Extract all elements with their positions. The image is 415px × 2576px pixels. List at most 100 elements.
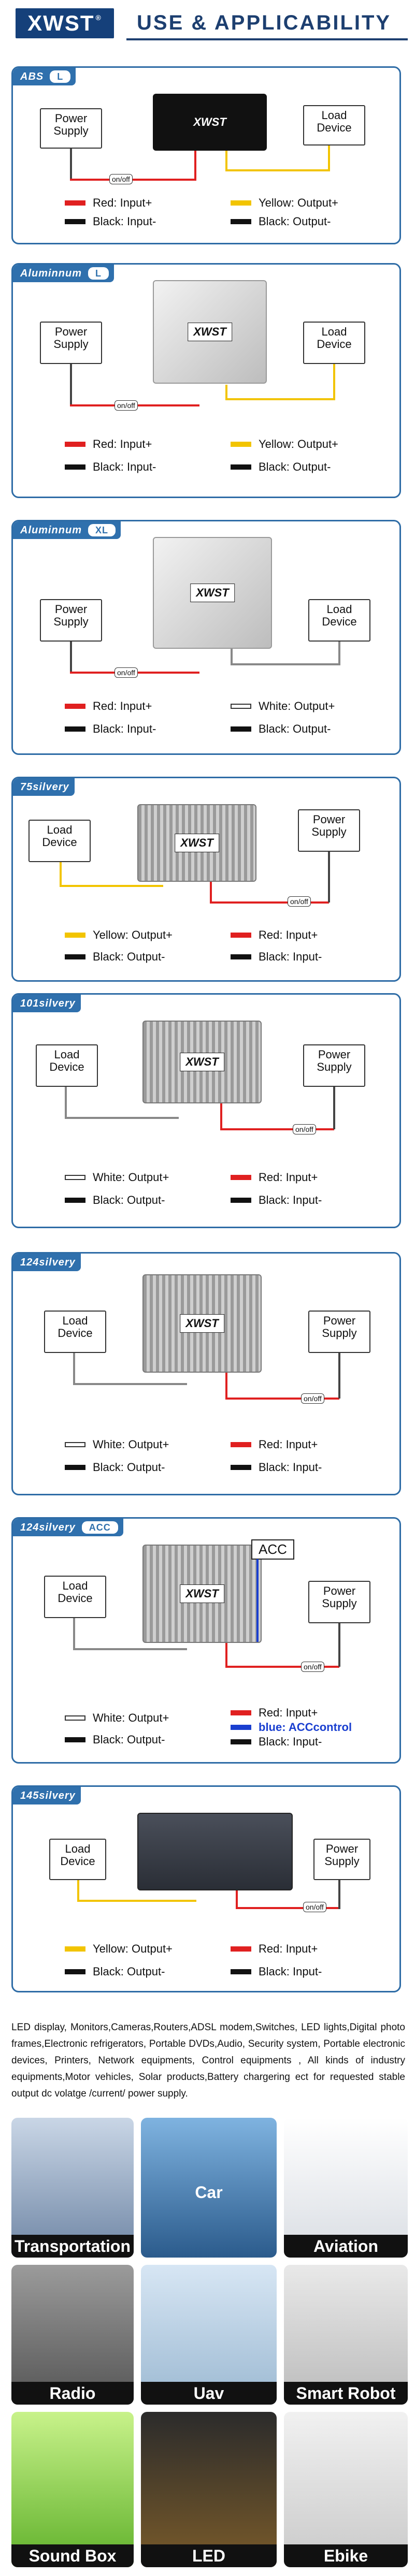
legend-item: Black: Input- — [65, 460, 156, 474]
legend-item: Black: Input- — [231, 1194, 322, 1207]
legend-item: Yellow: Output+ — [231, 438, 338, 451]
wire-red — [225, 1373, 227, 1399]
legend-item: Yellow: Output+ — [65, 1942, 173, 1956]
legend-item: Black: Output- — [65, 1461, 165, 1474]
panel-tag: 124silvery — [13, 1254, 81, 1271]
legend-item: Red: Input+ — [231, 1942, 318, 1956]
wire-yellow — [333, 364, 335, 400]
wire-white — [231, 663, 339, 665]
wire-yellow — [60, 885, 163, 887]
page-title: USE & APPLICABILITY — [137, 11, 392, 34]
legend-item: Black: Input- — [231, 950, 322, 964]
converter-module: XWST — [142, 1021, 262, 1103]
switch-label: on/off — [115, 400, 138, 411]
legend-item: blue: ACCcontrol — [231, 1721, 352, 1734]
wire-white — [338, 642, 340, 665]
legend-item: Red: Input+ — [231, 1171, 318, 1184]
legend-item: Red: Input+ — [65, 438, 152, 451]
switch-label: on/off — [293, 1124, 316, 1134]
wire-blue — [256, 1559, 259, 1642]
wire-white — [73, 1383, 187, 1385]
legend-item: Yellow: Output+ — [231, 196, 338, 210]
converter-module: XWST — [153, 94, 267, 151]
wire — [338, 1880, 340, 1909]
converter-module — [137, 1813, 293, 1890]
wire-white — [65, 1087, 67, 1118]
wire-yellow — [225, 398, 334, 400]
acc-label: ACC — [251, 1539, 294, 1560]
wire-white — [231, 649, 233, 664]
legend-item: Yellow: Output+ — [65, 928, 173, 942]
legend-item: Black: Output- — [231, 460, 331, 474]
wire — [338, 1353, 340, 1399]
converter-module: XWST — [153, 280, 267, 384]
wire-yellow — [77, 1880, 79, 1901]
wire — [328, 852, 330, 903]
tile-transportation: Transportation — [11, 2118, 134, 2258]
wire-yellow — [60, 862, 62, 886]
wire-red — [225, 1643, 227, 1667]
legend-item: Black: Output- — [65, 1194, 165, 1207]
switch-label: on/off — [301, 1393, 324, 1404]
legend-item: White: Output+ — [231, 700, 335, 713]
tile-radio: Radio — [11, 2265, 134, 2405]
legend-item: White: Output+ — [65, 1438, 169, 1451]
wire-red — [220, 1103, 222, 1129]
wire-white — [65, 1117, 179, 1119]
legend-item: Red: Input+ — [231, 1438, 318, 1451]
header-divider — [126, 38, 408, 40]
wire-white — [73, 1618, 75, 1649]
wire — [70, 642, 72, 673]
panel-tag: 75silvery — [13, 778, 75, 796]
tile-car: Car — [141, 2118, 277, 2258]
wire-yellow — [225, 151, 227, 171]
wire-white — [73, 1648, 187, 1650]
wire-red — [194, 151, 196, 181]
panel-tag: 145silvery — [13, 1787, 81, 1804]
legend-item: Black: Input- — [231, 1461, 322, 1474]
converter-module: XWST — [137, 804, 256, 882]
wire-yellow — [225, 385, 227, 399]
applications-description: LED display, Monitors,Cameras,Routers,AD… — [11, 2022, 405, 2099]
switch-label: on/off — [303, 1902, 326, 1912]
wire — [70, 149, 72, 180]
legend-item: Black: Input- — [65, 215, 156, 228]
legend-item: Black: Output- — [65, 1733, 165, 1747]
wire-red — [225, 1398, 339, 1400]
legend-item: Black: Output- — [65, 950, 165, 964]
tile-led: LED — [141, 2412, 277, 2567]
wire-yellow — [77, 1900, 196, 1902]
switch-label: on/off — [109, 174, 133, 184]
wire-red — [225, 1666, 339, 1668]
brand-logo: XWST® — [16, 8, 114, 38]
wire-yellow — [328, 145, 330, 171]
legend-item: White: Output+ — [65, 1171, 169, 1184]
tile-smart-robot: Smart Robot — [284, 2265, 408, 2405]
tile-ebike: Ebike — [284, 2412, 408, 2567]
wire-red — [220, 1128, 334, 1130]
tile-sound-box: Sound Box — [11, 2412, 134, 2567]
legend-item: Black: Input- — [231, 1965, 322, 1978]
applications-grid: Transportation Car Aviation Radio Uav Sm… — [11, 2118, 408, 2568]
wire-yellow — [225, 169, 329, 171]
page-header: XWST® USE & APPLICABILITY — [7, 3, 408, 43]
legend-item: Black: Output- — [231, 722, 331, 736]
